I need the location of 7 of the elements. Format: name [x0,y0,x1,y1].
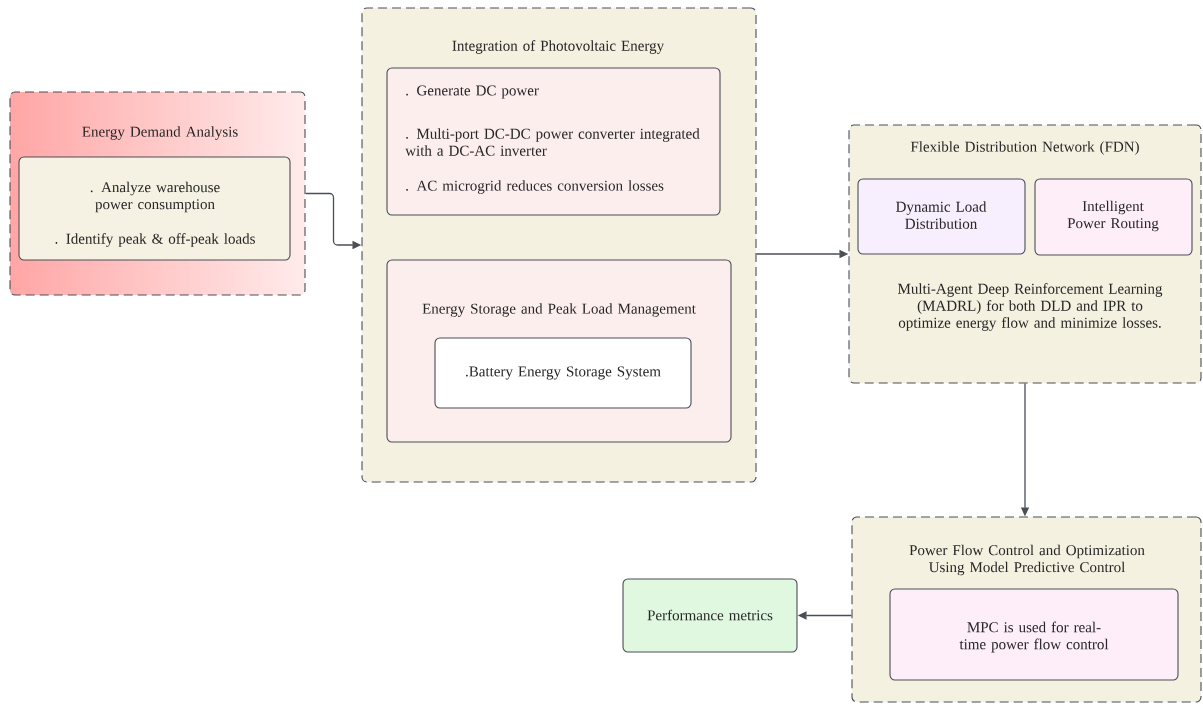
process-box: Intelligent Power Routing [1034,178,1193,256]
process-box: . Analyze warehouse power consumption . Identify peak & off-peak loads [18,156,291,261]
process-box: Dynamic Load Distribution [857,178,1026,255]
process-box: .Battery Energy Storage System [434,337,692,409]
process-box: MPC is used for real-time power flow control [889,588,1179,681]
process-box: Performance metrics [622,578,798,653]
process-box: . Generate DC power . Multi-port DC-DC power converter integrated with a DC-AC inverter . AC microgrid reduces conversion losses [386,67,721,216]
